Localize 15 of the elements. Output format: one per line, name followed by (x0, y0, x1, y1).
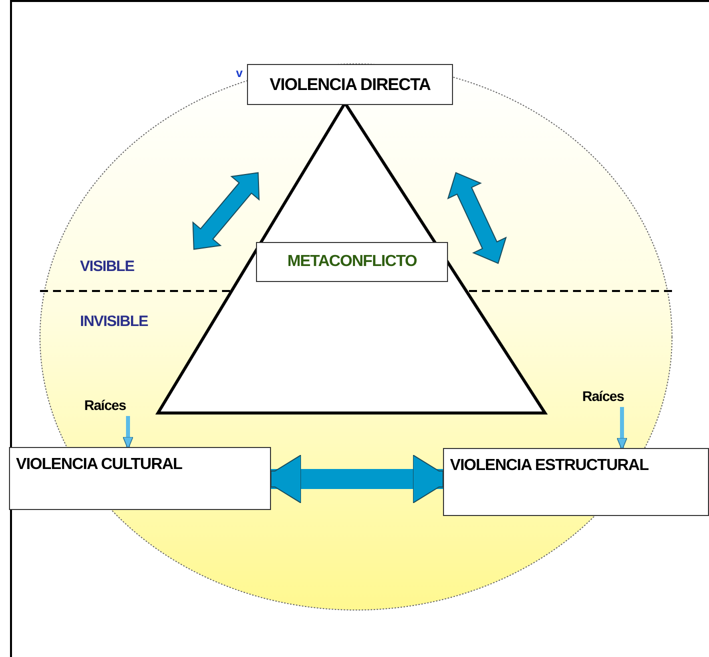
roots-label: Raíces (574, 387, 632, 405)
down-arrow (616, 407, 628, 450)
zone-label: INVISIBLE (80, 313, 148, 330)
concept-box (247, 64, 453, 105)
concept-box (256, 242, 448, 282)
box-text: METACONFLICTO (287, 253, 417, 271)
concept-box (9, 447, 271, 510)
down-arrow (122, 416, 134, 450)
box-text: VIOLENCIA CULTURAL (16, 456, 182, 474)
concept-box (443, 448, 709, 516)
box-text: VIOLENCIA ESTRUCTURAL (450, 457, 648, 475)
box-text: VIOLENCIA DIRECTA (270, 74, 430, 94)
stray-letter: v (236, 66, 242, 80)
roots-label: Raíces (76, 396, 134, 414)
zone-label: VISIBLE (80, 258, 134, 275)
